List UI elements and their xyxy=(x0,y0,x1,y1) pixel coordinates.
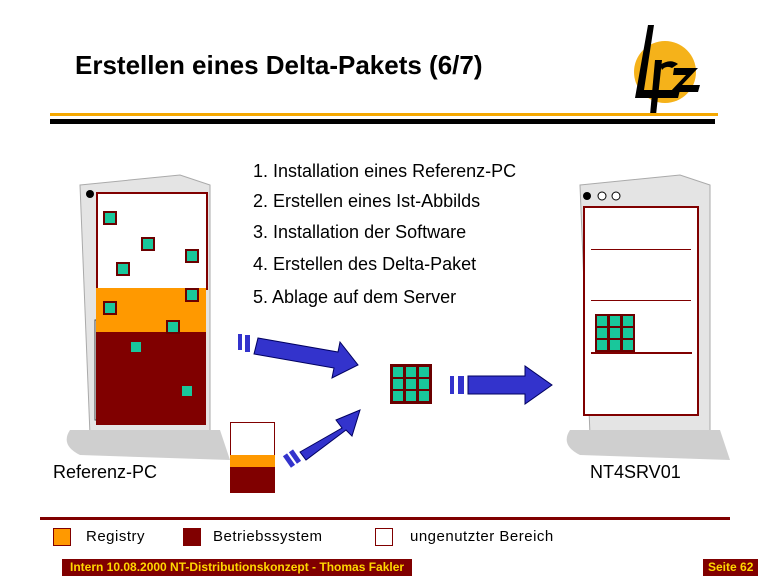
step-5: 5. Ablage auf dem Server xyxy=(253,287,457,307)
file-icon xyxy=(166,320,180,334)
page-title: Erstellen eines Delta-Pakets (6/7) xyxy=(75,50,483,80)
step-1: 1. Installation eines Referenz-PC xyxy=(253,161,517,181)
divider xyxy=(591,352,692,354)
arrow-right-icon xyxy=(450,365,553,405)
stored-package-icon xyxy=(595,314,635,352)
snapshot-os xyxy=(230,467,275,493)
reference-pc-label: Referenz-PC xyxy=(53,462,158,482)
file-icon xyxy=(185,288,199,302)
legend-os: Betriebssystem xyxy=(213,528,323,545)
divider xyxy=(591,249,691,250)
snapshot-free xyxy=(230,422,275,456)
title-underline-orange xyxy=(50,113,718,116)
file-icon xyxy=(116,262,130,276)
server-storage-block xyxy=(583,206,699,416)
footer-info: Intern 10.08.2000 NT-Distributionskonzep… xyxy=(62,559,413,576)
os-block xyxy=(96,332,206,425)
file-icon xyxy=(129,340,143,354)
legend-unused: ungenutzter Bereich xyxy=(410,528,554,545)
bottom-divider xyxy=(40,517,730,520)
arrows xyxy=(238,334,553,468)
legend-registry: Registry xyxy=(86,528,146,545)
legend-swatch-unused xyxy=(375,528,393,546)
legend-swatch-registry xyxy=(53,528,71,546)
lrz-logo xyxy=(634,25,700,115)
step-2: 2. Erstellen eines Ist-Abbilds xyxy=(253,191,481,211)
file-icon xyxy=(103,211,117,225)
delta-package-icon xyxy=(390,364,432,404)
file-icon xyxy=(185,249,199,263)
title-underline-black xyxy=(50,119,715,124)
file-icon xyxy=(180,384,194,398)
server-label: NT4SRV01 xyxy=(590,462,681,482)
file-icon xyxy=(141,237,155,251)
arrow-right-up-icon xyxy=(282,409,361,468)
step-4: 4. Erstellen des Delta-Paket xyxy=(253,254,477,274)
legend-swatch-os xyxy=(183,528,201,546)
snapshot-registry xyxy=(230,455,275,467)
page-number: Seite 62 xyxy=(703,559,759,576)
divider xyxy=(591,300,691,301)
file-icon xyxy=(103,301,117,315)
arrow-right-down-icon xyxy=(238,334,359,379)
step-3: 3. Installation der Software xyxy=(253,222,467,242)
